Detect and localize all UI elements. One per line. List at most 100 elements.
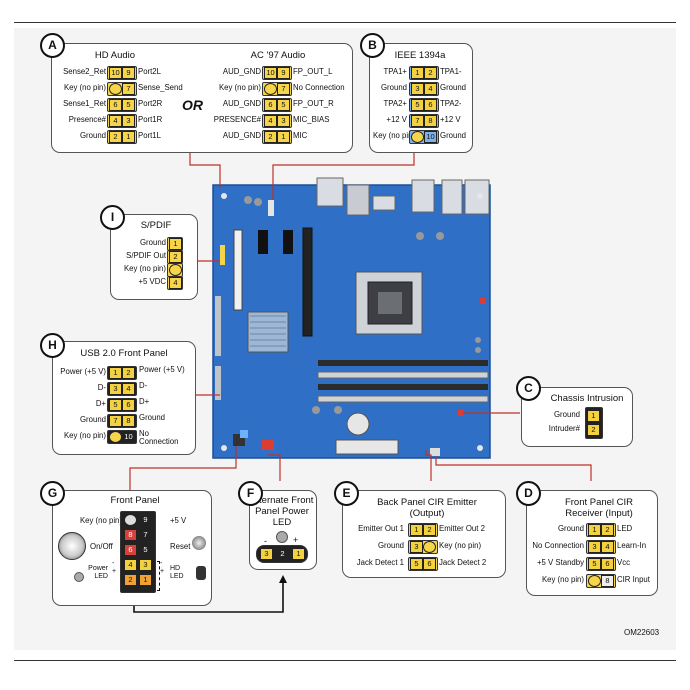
alt-led-plus: + (293, 535, 299, 545)
usb-pin (109, 431, 122, 443)
rear-io-port (346, 184, 370, 216)
bottom-rule (14, 660, 676, 661)
ac97-right-label: FP_OUT_R (293, 99, 334, 108)
usb-left-label: Key (no pin) (63, 431, 106, 440)
leader-cir-receiver (435, 456, 592, 481)
alt-led-pin: 2 (276, 548, 289, 560)
hd_audio-right-label: Port1R (138, 115, 163, 124)
power-led-icon (74, 572, 84, 582)
pci-slot (233, 229, 243, 311)
cir_receiver-left-label: Ground (557, 524, 584, 533)
cir_receiver-pin: 4 (601, 541, 614, 553)
front-panel-onoff-label: On/Off (90, 542, 113, 551)
cir_emitter-pin: 6 (423, 558, 436, 570)
front-panel-pin: 9 (139, 514, 152, 526)
leader-ieee1394 (272, 153, 415, 200)
cir-receiver-title: Front Panel CIR Receiver (Input) (564, 497, 634, 519)
badge-h: H (40, 333, 65, 358)
ac97-pin: 3 (277, 115, 290, 127)
ac97-right-label: MIC (293, 131, 308, 140)
spdif-left-label: Key (no pin) (123, 264, 166, 273)
usb-left-label: D+ (95, 399, 106, 408)
rear-io-audio (464, 179, 490, 215)
ac97-pin: 9 (277, 67, 290, 79)
ieee-left-label: +12 V (386, 115, 407, 124)
ieee-pin: 3 (411, 83, 424, 95)
ac97-left-label: Key (no pin) (218, 83, 261, 92)
dimm-slot-2 (317, 371, 489, 379)
cir_emitter-left-label: Ground (377, 541, 404, 550)
ac97-title: AC '97 Audio (250, 50, 306, 61)
front-panel-hd-led-label: HD LED (170, 565, 184, 580)
cir_receiver-pin: 3 (588, 541, 601, 553)
onoff-switch-icon (58, 532, 86, 560)
badge-a: A (40, 33, 65, 58)
hd_audio-pin (109, 83, 122, 95)
figure-code: OM22603 (624, 628, 660, 637)
cir_emitter-left-label: Jack Detect 1 (356, 558, 404, 567)
hd_audio-left-label: Ground (79, 131, 106, 140)
cir_receiver-pin: 1 (588, 524, 601, 536)
hd_audio-right-label: Port1L (138, 131, 161, 140)
ac97-pin (264, 83, 277, 95)
front-panel-pin: 1 (139, 574, 152, 586)
cir_emitter-right-label: Key (no pin) (439, 541, 482, 550)
cir_receiver-left-label: Key (no pin) (541, 575, 584, 584)
usb-right-label: Ground (139, 413, 166, 422)
ieee-left-label: Key (no pin) (373, 131, 416, 140)
front-panel-pin (124, 514, 137, 526)
hd_audio-pin: 1 (122, 131, 135, 143)
ieee-left-label: TPA1+ (383, 67, 407, 76)
pcie-x16-slot (302, 227, 313, 337)
badge-g: G (40, 481, 65, 506)
ieee-right-label: Ground (440, 131, 467, 140)
badge-i: I (100, 205, 125, 230)
usb-pin: 8 (122, 415, 135, 427)
spdif-pin (169, 264, 182, 276)
cir_receiver-pin: 6 (601, 558, 614, 570)
cir_receiver-left-label: No Connection (532, 541, 584, 550)
front-panel-pin: 2 (124, 574, 137, 586)
hd_audio-right-label: Sense_Send (138, 83, 183, 92)
cir_emitter-left-label: Emitter Out 1 (358, 524, 404, 533)
dimm-slot-3 (318, 384, 488, 390)
pcie-x1-slot-2 (283, 230, 293, 254)
ieee-left-label: TPA2+ (383, 99, 407, 108)
ac97-pin: 4 (264, 115, 277, 127)
cir_emitter-right-label: Emitter Out 2 (439, 524, 485, 533)
spdif-left-label: Ground (139, 238, 166, 247)
cir_emitter-pin: 3 (410, 541, 423, 553)
usb-right-label: D- (139, 381, 148, 390)
ieee-pin: 1 (411, 67, 424, 79)
ieee-pin: 5 (411, 99, 424, 111)
hd_audio-pin: 9 (122, 67, 135, 79)
chassis-pin: 1 (587, 410, 600, 422)
rear-io-vga (372, 195, 396, 211)
ieee-pin: 8 (424, 115, 437, 127)
dimm-slot-4 (317, 395, 489, 403)
hd_audio-left-label: Sense2_Ret (63, 67, 106, 76)
spdif-pin: 4 (169, 277, 182, 289)
chassis-left-label: Intruder# (548, 424, 580, 433)
ac97-left-label: AUD_GND (222, 67, 261, 76)
leader-cir-emitter (425, 450, 432, 481)
badge-c: C (516, 376, 541, 401)
usb-pin: 2 (122, 367, 135, 379)
ac97-pin: 2 (264, 131, 277, 143)
ieee-pin (411, 131, 424, 143)
usb-right-label: No Connection (139, 429, 179, 446)
hd-led-icon (196, 566, 206, 580)
top-rule (14, 22, 676, 23)
usb-title: USB 2.0 Front Panel (80, 348, 168, 359)
badge-f: F (238, 481, 263, 506)
front-panel-plus5-label: +5 V (170, 516, 187, 525)
alt-led-title: Alternate Front Panel Power LED (250, 495, 314, 528)
cir_receiver-right-label: LED (617, 524, 633, 533)
leader-alt-led (268, 454, 281, 481)
usb-pin: 7 (109, 415, 122, 427)
hd_audio-pin: 3 (122, 115, 135, 127)
hd_audio-left-label: Sense1_Ret (63, 99, 106, 108)
ac97-left-label: AUD_GND (222, 131, 261, 140)
cir_receiver-right-label: Vcc (617, 558, 630, 567)
